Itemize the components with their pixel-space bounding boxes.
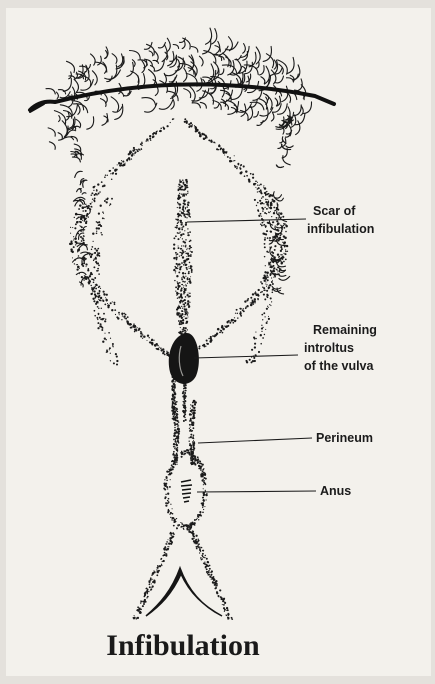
leader-perineum — [198, 438, 312, 443]
pubic-hair — [46, 28, 312, 294]
label-introitus-line3: of the vulva — [304, 358, 373, 374]
leader-lines — [187, 219, 316, 492]
label-anus: Anus — [320, 483, 351, 499]
label-introitus-line1: Remaining — [313, 322, 377, 338]
label-introitus-line2: introltus — [304, 340, 354, 356]
label-perineum: Perineum — [316, 430, 373, 446]
pubic-line — [30, 84, 334, 110]
anus-mark — [181, 480, 192, 502]
leader-anus — [197, 491, 316, 492]
diagram-title: Infibulation — [0, 628, 366, 664]
label-scar-line1: Scar of — [313, 203, 355, 219]
leader-scar — [187, 219, 306, 222]
label-scar-line2: infibulation — [307, 221, 374, 237]
leader-introitus — [194, 355, 298, 358]
